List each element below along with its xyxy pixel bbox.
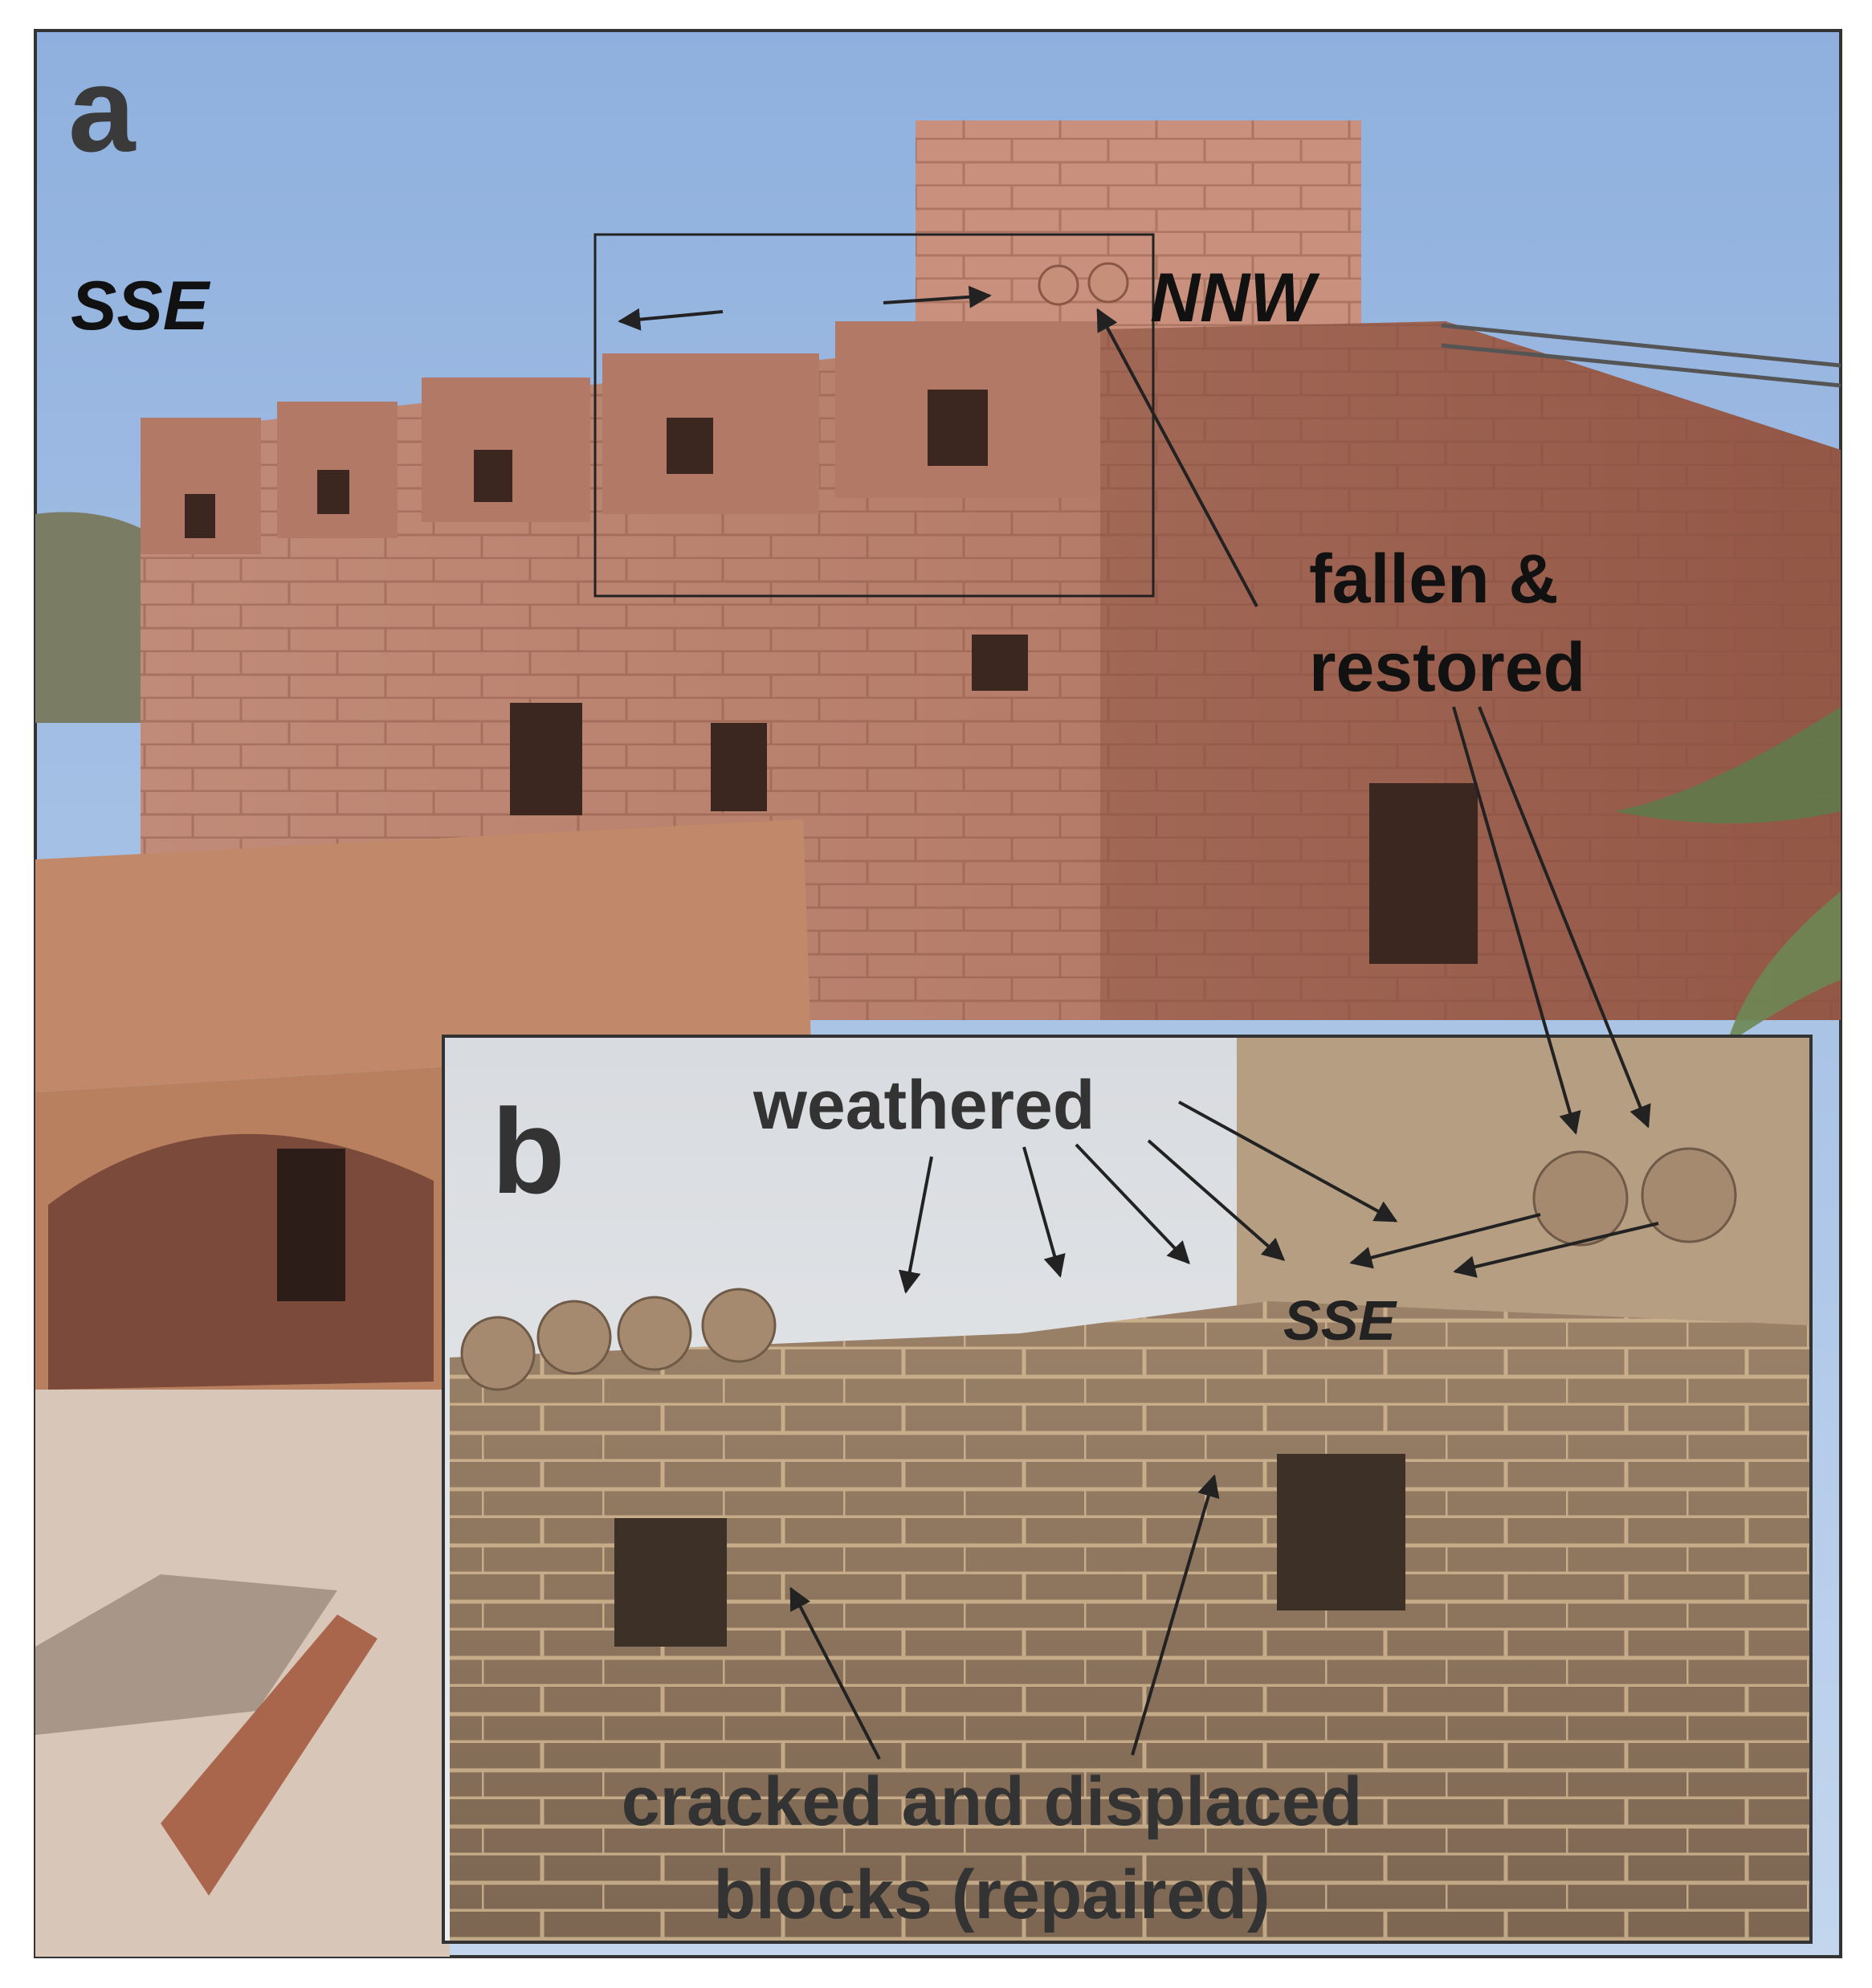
annotation-cracked-line1: cracked and displaced	[622, 1763, 1363, 1840]
panel-b-letter: b	[491, 1084, 565, 1219]
arrow-left	[618, 308, 724, 331]
arrow-fallen-restored	[1096, 308, 1258, 607]
panel-b-photo	[442, 706, 1813, 1944]
direction-label-nnw: NNW	[1150, 259, 1320, 337]
arrow-right	[883, 285, 992, 308]
panel-a-letter: a	[68, 42, 137, 177]
direction-label-sse-inset: SSE	[1283, 1289, 1397, 1352]
annotation-fallen-restored-line1: fallen &	[1309, 541, 1559, 618]
annotation-fallen-restored-line2: restored	[1309, 629, 1585, 706]
annotation-cracked-line2: blocks (repaired)	[714, 1856, 1270, 1933]
annotation-weathered: weathered	[752, 1067, 1095, 1144]
direction-label-sse: SSE	[71, 267, 211, 345]
panel-a-photo	[34, 29, 1842, 1958]
